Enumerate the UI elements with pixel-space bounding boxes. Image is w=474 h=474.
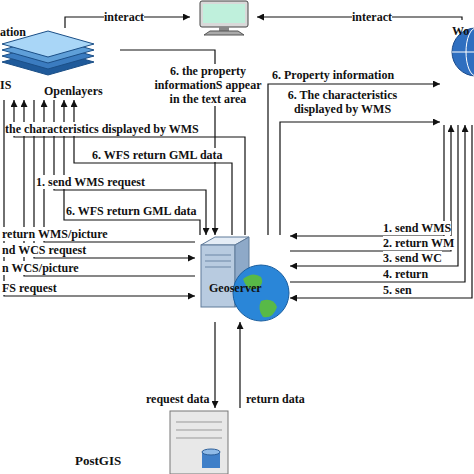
server-slot [176,430,222,431]
cut-label: IS [0,78,11,92]
globe-equator [452,52,474,53]
edge-label: 6. Property information [272,68,394,82]
flow-arrow [290,125,451,251]
flow-arrow [290,125,465,282]
edge-label: return WMS/picture [2,227,108,241]
edge-label: nd WCS request [2,243,86,257]
flow-arrow [268,84,440,235]
node-icon [195,235,290,322]
icon-node: Geoserver [195,235,290,322]
edge-label: 6. The characteristics displayed by WMS [275,88,410,116]
edge-label: return data [246,392,305,406]
server-slot [205,267,231,268]
database-server [170,411,228,474]
edge-label: 6. WFS return GML data [66,204,197,218]
globe-land [259,300,277,317]
edge-label: interact [104,10,144,24]
edge-label: 3. send WC [383,251,442,265]
edge-label: 1. send WMS [383,221,451,235]
edge-label: FS request [2,281,57,295]
edge-label: 2. return WM [383,236,454,250]
cut-label: ation [0,25,26,39]
edge-label: interact [352,10,392,24]
monitor-frame [200,1,248,27]
server-slot [205,255,231,256]
flow-arrow [239,322,240,408]
node-label: Wo [452,24,469,38]
edge-label: 4. return [383,267,428,281]
monitor-neck [219,27,229,31]
edge-label: 1. send WMS request [36,175,145,189]
monitor-screen [203,4,245,23]
icon-node [190,0,257,36]
icon-node: PostGIS [70,408,250,474]
node-label: Geoserver [209,281,262,295]
flow-arrow [290,125,472,298]
flow-arrow [64,100,200,235]
server-front [201,245,235,307]
edge-label: the characteristics displayed by WMS [5,122,199,136]
server-slot [176,438,222,439]
flow-arrow [54,100,206,235]
flow-arrow [280,122,440,235]
icon-node: Wo [440,20,474,125]
edge-label: 6. WFS return GML data [92,148,223,162]
database-cylinder-top [202,449,220,455]
flow-arrow [290,125,444,236]
flow-arrow [14,100,245,235]
node-label: PostGIS [75,454,121,468]
flow-arrow [290,125,458,266]
edge-label: n WCS/picture [2,261,79,275]
edge-label: 5. sen [383,283,412,297]
server-slot [205,261,231,262]
edge-label: 6. the property informationS appear in t… [152,64,264,106]
server-slot [176,422,222,423]
edge-label: request data [146,392,209,406]
flow-arrow [214,322,215,408]
node-label: Openlayers [44,84,103,98]
node-icon [190,0,257,36]
monitor-base [204,31,244,35]
